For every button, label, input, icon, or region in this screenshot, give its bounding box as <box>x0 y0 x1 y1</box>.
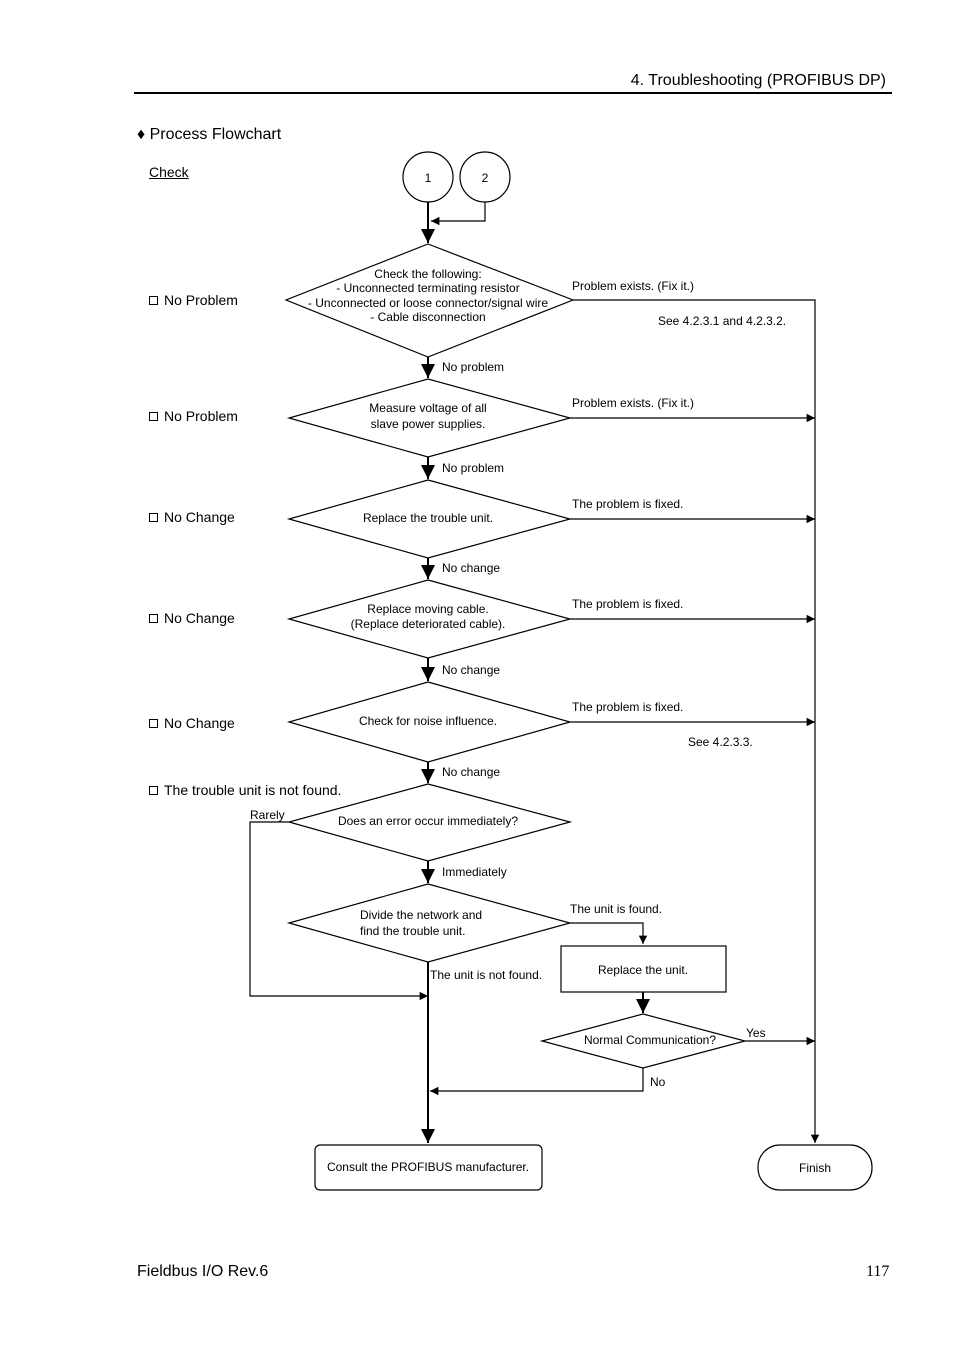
check-item-3[interactable]: No Change <box>149 509 235 525</box>
flow-label: No change <box>442 663 500 677</box>
flow-label: The problem is fixed. <box>572 497 683 511</box>
flow-label: The problem is fixed. <box>572 597 683 611</box>
page-header-title: 4. Troubleshooting (PROFIBUS DP) <box>630 72 886 89</box>
checkbox-icon[interactable] <box>149 411 158 421</box>
checkbox-icon[interactable] <box>149 718 158 728</box>
checkbox-icon[interactable] <box>149 785 158 795</box>
decision-text: - Unconnected terminating resistor <box>336 281 519 295</box>
flow-arrow <box>430 1068 644 1096</box>
checkbox-icon[interactable] <box>149 613 158 623</box>
decision-text: Measure voltage of all <box>369 401 486 415</box>
flow-arrow <box>570 922 648 944</box>
terminal-consult-manufacturer <box>314 1144 543 1191</box>
decision-text: Check the following: <box>374 267 481 281</box>
checkbox-icon[interactable] <box>149 295 158 305</box>
process-text: Replace the unit. <box>598 963 688 977</box>
decision-text: find the trouble unit. <box>360 924 465 938</box>
check-item-label: No Change <box>164 509 235 525</box>
check-item-4[interactable]: No Change <box>149 610 235 626</box>
decision-text: Replace moving cable. <box>367 602 488 616</box>
flow-label: Rarely <box>250 808 285 822</box>
footer-page-number: 117 <box>866 1263 890 1280</box>
check-item-1[interactable]: No Problem <box>149 292 238 308</box>
flow-label: Problem exists. (Fix it.) <box>572 396 694 410</box>
terminal-finish <box>757 1144 873 1191</box>
decision-text: - Cable disconnection <box>370 310 485 324</box>
process-replace-unit <box>560 945 727 993</box>
flow-label: Problem exists. (Fix it.) <box>572 279 694 293</box>
reference-label: See 4.2.3.3. <box>688 735 753 749</box>
connector-1-label: 1 <box>425 171 432 185</box>
decision-text: slave power supplies. <box>371 417 486 431</box>
decision-divide-network <box>286 883 573 963</box>
section-title: ♦ Process Flowchart <box>137 126 282 143</box>
checkbox-icon[interactable] <box>149 512 158 522</box>
decision-text: Normal Communication? <box>584 1033 716 1047</box>
decision-text: - Unconnected or loose connector/signal … <box>308 296 548 310</box>
flow-arrow <box>431 202 486 226</box>
check-item-label: No Change <box>164 610 235 626</box>
flow-label: Immediately <box>442 865 507 879</box>
decision-text: Replace the trouble unit. <box>363 511 493 525</box>
decision-text: Divide the network and <box>360 908 482 922</box>
footer-document-name: Fieldbus I/O Rev.6 <box>137 1263 269 1280</box>
header-divider <box>134 92 892 94</box>
decision-text: (Replace deteriorated cable). <box>351 617 506 631</box>
flow-label: The unit is found. <box>570 902 662 916</box>
decision-text: Does an error occur immediately? <box>338 814 518 828</box>
check-item-6[interactable]: The trouble unit is not found. <box>149 782 341 798</box>
flow-arrow <box>249 821 428 1001</box>
flow-label: Yes <box>746 1026 766 1040</box>
decision-text: Check for noise influence. <box>359 714 497 728</box>
check-column-heading: Check <box>149 164 189 180</box>
flow-label: No change <box>442 561 500 575</box>
check-item-5[interactable]: No Change <box>149 715 235 731</box>
flow-label: No problem <box>442 461 504 475</box>
check-item-2[interactable]: No Problem <box>149 408 238 424</box>
flow-label: The unit is not found. <box>430 968 542 982</box>
check-item-label: The trouble unit is not found. <box>164 782 342 798</box>
flow-label: The problem is fixed. <box>572 700 683 714</box>
connector-2-label: 2 <box>482 171 489 185</box>
terminal-text: Finish <box>799 1161 831 1175</box>
flow-label: No <box>650 1075 666 1089</box>
check-item-label: No Problem <box>164 408 238 424</box>
check-item-label: No Change <box>164 715 235 731</box>
terminal-text: Consult the PROFIBUS manufacturer. <box>327 1160 529 1174</box>
flow-label: No problem <box>442 360 504 374</box>
flow-arrow <box>573 299 820 1143</box>
check-item-label: No Problem <box>164 292 238 308</box>
reference-label: See 4.2.3.1 and 4.2.3.2. <box>658 314 786 328</box>
flow-label: No change <box>442 765 500 779</box>
